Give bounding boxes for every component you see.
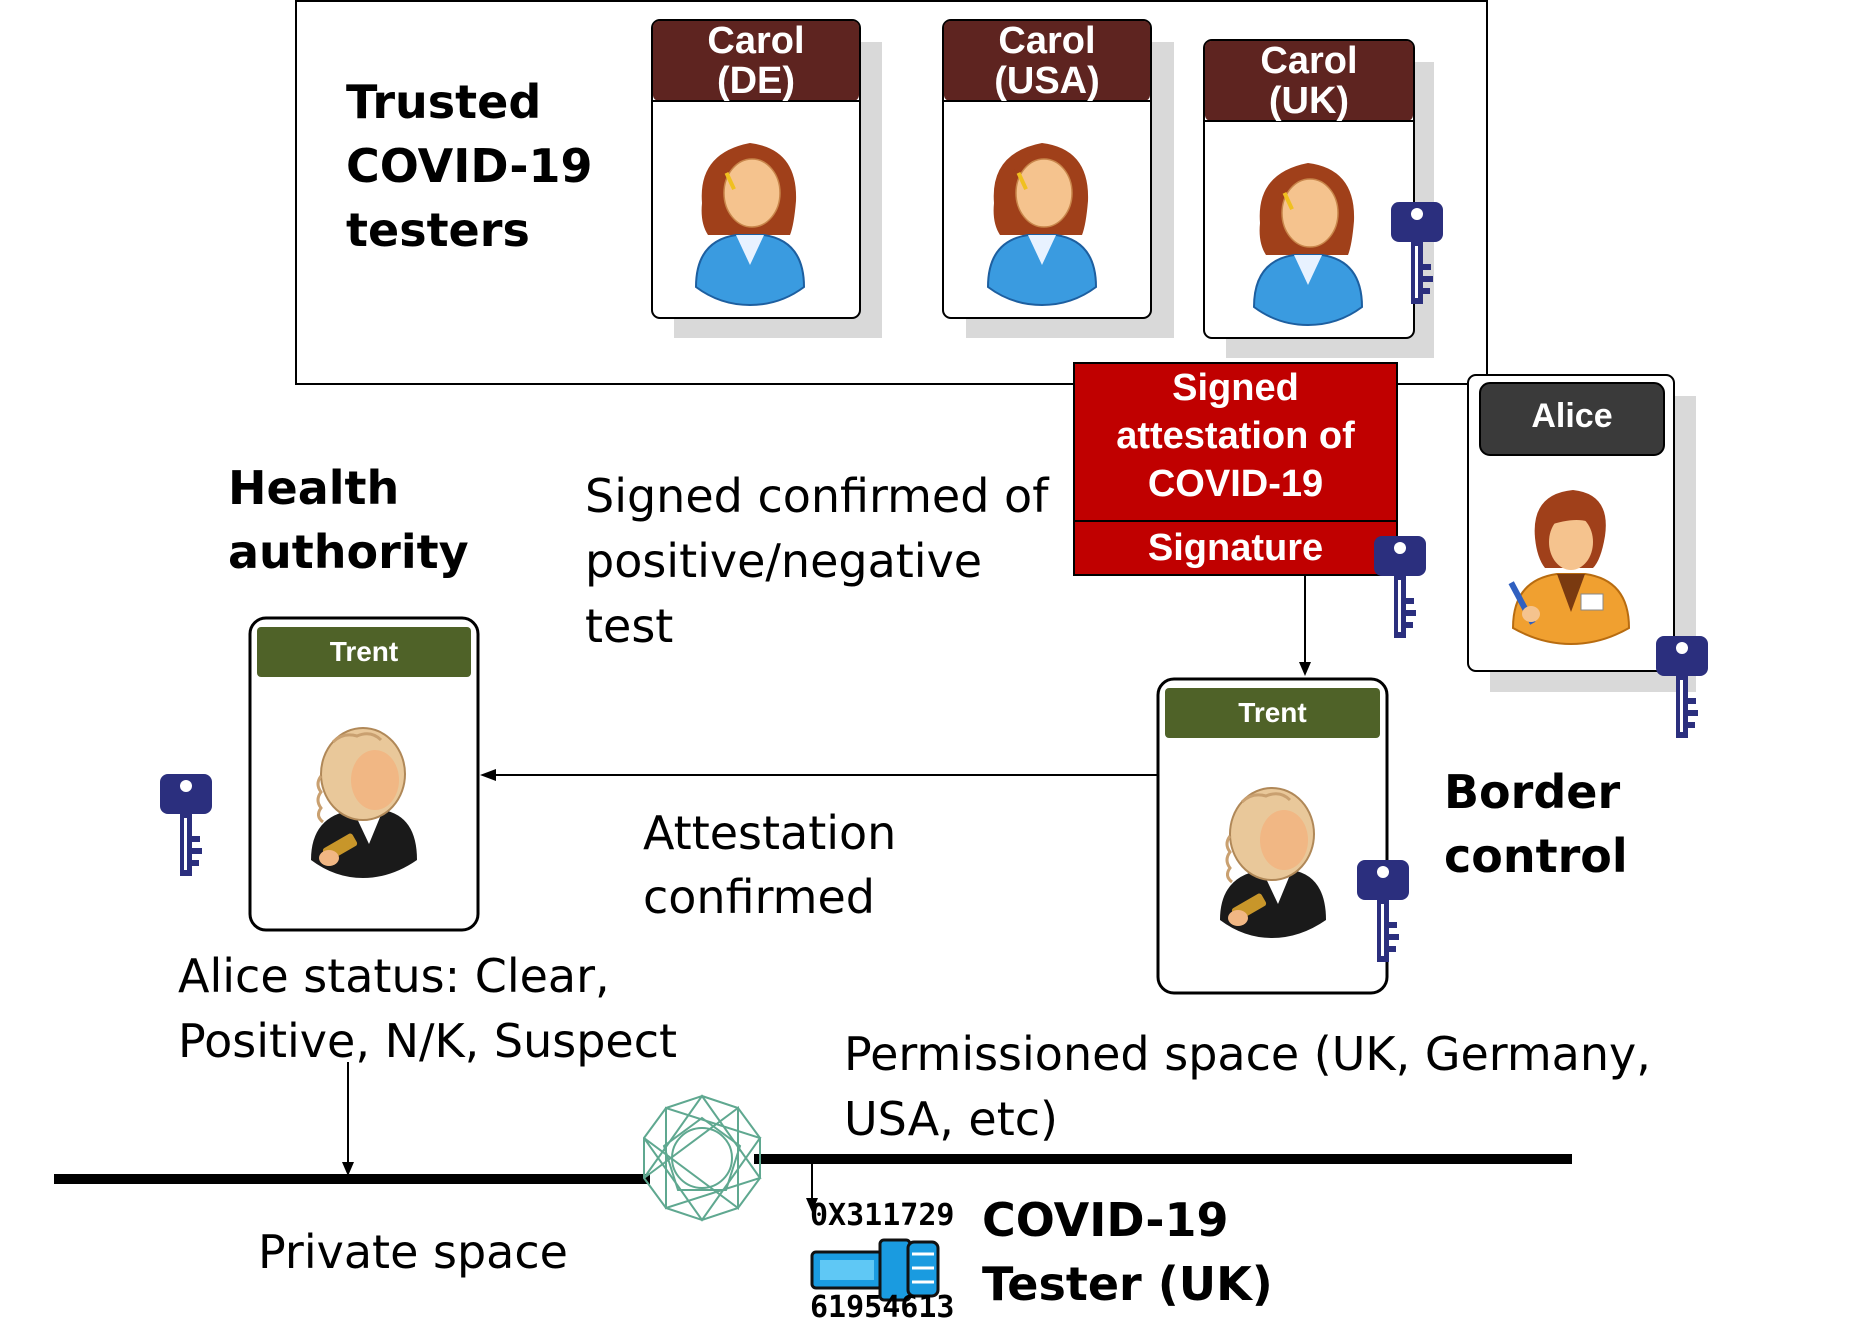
- carol-usa-title: Carol (USA): [944, 20, 1150, 102]
- female-tester-avatar-icon: [987, 142, 1097, 306]
- key-icon: [160, 774, 212, 876]
- blockchain-key-icon: [810, 1238, 940, 1302]
- female-tester-avatar-icon: [695, 142, 805, 306]
- health-trent-name: Trent: [329, 636, 399, 667]
- attestation-line: attestation of: [1116, 415, 1355, 457]
- border-control-heading: Border control: [1444, 760, 1628, 888]
- blockchain-key-top-number: 0X311729: [810, 1198, 955, 1233]
- card-region: (UK): [1268, 79, 1350, 122]
- network-mesh-icon: [643, 1094, 762, 1222]
- blockchain-key-bottom-number: 61954613: [810, 1290, 955, 1325]
- card-region: (DE): [716, 59, 796, 102]
- signed-confirmed-label: Signed confirmed of positive/negative te…: [585, 464, 1048, 659]
- carol-uk-title: Carol (UK): [1205, 40, 1413, 122]
- arrow-attestation-to-border: [1299, 575, 1311, 676]
- label-line: Alice status: Clear,: [178, 949, 610, 1003]
- card-name: Carol: [707, 20, 805, 62]
- heading-line: authority: [228, 525, 469, 579]
- carol-de-card: [651, 19, 882, 338]
- label-line: USA, etc): [844, 1092, 1059, 1146]
- alice-status-label: Alice status: Clear, Positive, N/K, Susp…: [178, 944, 677, 1074]
- arrow-status-to-private: [342, 1062, 354, 1176]
- arrow-border-to-health: [480, 769, 1158, 781]
- permissioned-space-label: Permissioned space (UK, Germany, USA, et…: [844, 1022, 1651, 1152]
- heading-line: COVID-19: [346, 139, 593, 193]
- label-line: Attestation: [643, 806, 897, 860]
- heading-line: Health: [228, 461, 400, 515]
- arrow-permissioned-to-tester: [806, 1162, 818, 1212]
- label-line: confirmed: [643, 870, 875, 924]
- covid-tester-uk-label: COVID-19 Tester (UK): [982, 1188, 1273, 1316]
- heading-line: Border: [1444, 765, 1621, 819]
- signed-attestation-box: [1073, 362, 1398, 576]
- female-tester-avatar-icon: [1253, 162, 1363, 326]
- heading-line: control: [1444, 829, 1628, 883]
- label-line: test: [585, 599, 674, 653]
- heading-line: testers: [346, 203, 530, 257]
- heading-line: Trusted: [346, 75, 542, 129]
- carol-de-title: Carol (DE): [653, 20, 859, 102]
- alice-card: [1467, 374, 1696, 692]
- attestation-line: COVID-19: [1147, 463, 1324, 505]
- private-space-label: Private space: [258, 1225, 568, 1279]
- label-line: Tester (UK): [982, 1257, 1273, 1311]
- label-line: Positive, N/K, Suspect: [178, 1014, 678, 1068]
- label-line: Permissioned space (UK, Germany,: [844, 1027, 1651, 1081]
- card-name: Carol: [1260, 40, 1358, 82]
- border-control-trent-card: [1156, 677, 1389, 995]
- label-line: Signed confirmed of: [585, 469, 1049, 523]
- label-line: COVID-19: [982, 1193, 1229, 1247]
- health-authority-trent-card: [248, 616, 480, 932]
- attestation-line: Signed: [1172, 367, 1299, 409]
- label-line: positive/negative: [585, 534, 983, 588]
- card-region: (USA): [994, 59, 1100, 102]
- signature-label: Signature: [1147, 527, 1324, 569]
- trusted-testers-heading: Trusted COVID-19 testers: [346, 70, 593, 262]
- carol-usa-card: [942, 19, 1174, 338]
- attestation-confirmed-label: Attestation confirmed: [643, 801, 896, 929]
- alice-name: Alice: [1531, 397, 1613, 435]
- attestation-text: Signed attestation of COVID-19: [1074, 364, 1397, 508]
- border-trent-name: Trent: [1238, 697, 1307, 728]
- health-authority-heading: Health authority: [228, 456, 469, 584]
- card-name: Carol: [998, 20, 1096, 62]
